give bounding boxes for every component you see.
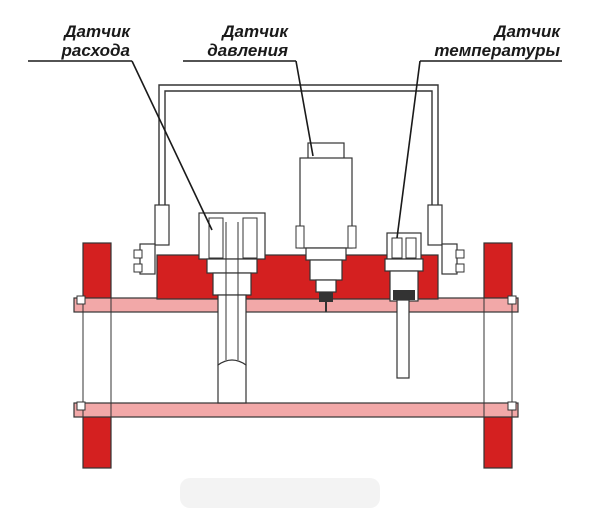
temperature-sensor-label-line1: Датчик <box>494 22 560 41</box>
pressure-sensor-label: Датчик давления <box>185 22 288 60</box>
pressure-sensor-label-line1: Датчик <box>222 22 288 41</box>
pressure-leader <box>295 60 314 157</box>
left-cable-gland <box>133 204 170 275</box>
temperature-leader <box>396 60 421 239</box>
flow-leader <box>131 60 213 231</box>
pipe-body <box>73 242 519 469</box>
flow-sensor-label-line1: Датчик <box>64 22 130 41</box>
flow-sensor <box>198 212 266 404</box>
temperature-sensor-label-line2: температуры <box>434 41 560 60</box>
flow-sensor-label-line2: расхода <box>61 41 130 60</box>
watermark-smudge <box>180 478 380 508</box>
temperature-sensor-label: Датчик температуры <box>423 22 560 60</box>
pressure-sensor <box>295 142 357 312</box>
right-cable-gland <box>427 204 465 275</box>
temperature-sensor <box>384 232 424 379</box>
pipe-upper-wall <box>73 297 519 313</box>
leader-lines <box>28 60 562 239</box>
pressure-sensor-label-line2: давления <box>207 41 288 60</box>
flow-sensor-label: Датчик расхода <box>30 22 130 60</box>
cable-frame <box>158 84 439 205</box>
pipe-lower-wall <box>73 402 519 418</box>
